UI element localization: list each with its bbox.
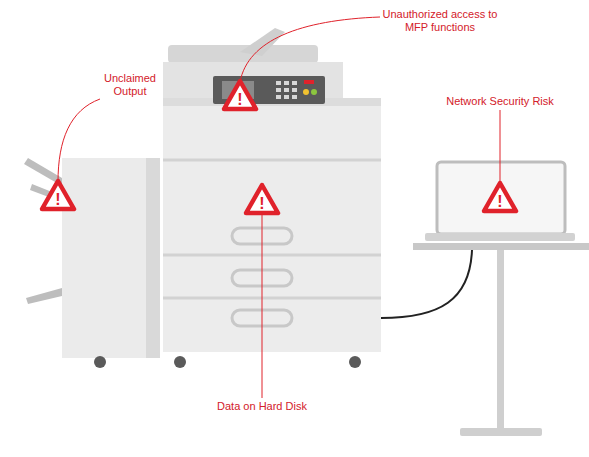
finisher-edge — [146, 158, 160, 358]
drawer-seam — [163, 254, 381, 257]
warning-mark: ! — [481, 194, 519, 210]
warning-triangle: ! — [481, 180, 519, 214]
leader-line — [500, 110, 501, 184]
leader-line — [240, 17, 380, 82]
warning-triangle: ! — [221, 78, 259, 112]
panel-button — [304, 80, 314, 84]
laptop-screen — [437, 162, 565, 234]
drawer-seam — [163, 297, 381, 300]
warning-mark: ! — [39, 192, 77, 208]
output-tray — [26, 288, 62, 304]
printer-body — [163, 98, 381, 352]
callout-label: Network Security Risk — [420, 95, 580, 108]
feeder-tray — [240, 28, 285, 56]
network-cable — [381, 250, 472, 318]
leader-line — [58, 99, 100, 182]
warning-triangle: ! — [243, 182, 281, 216]
wheel — [349, 356, 361, 368]
table-top — [413, 243, 589, 250]
leader-line — [262, 214, 263, 398]
panel-keypad — [276, 81, 297, 99]
panel-button — [311, 89, 317, 95]
callout-label: Data on Hard Disk — [192, 400, 332, 413]
finisher-unit — [62, 158, 160, 358]
panel-button — [303, 89, 309, 95]
panel-seam — [163, 159, 381, 162]
wheel — [94, 356, 106, 368]
callout-label: Unclaimed Output — [95, 72, 165, 98]
callout-label: Unauthorized access to MFP functions — [375, 8, 505, 34]
warning-mark: ! — [243, 196, 281, 212]
laptop-base — [425, 233, 575, 241]
document-feeder — [168, 45, 318, 63]
table-leg — [497, 250, 504, 430]
warning-mark: ! — [221, 92, 259, 108]
warning-triangle: ! — [39, 178, 77, 212]
wheel — [174, 356, 186, 368]
table-foot — [460, 428, 542, 436]
